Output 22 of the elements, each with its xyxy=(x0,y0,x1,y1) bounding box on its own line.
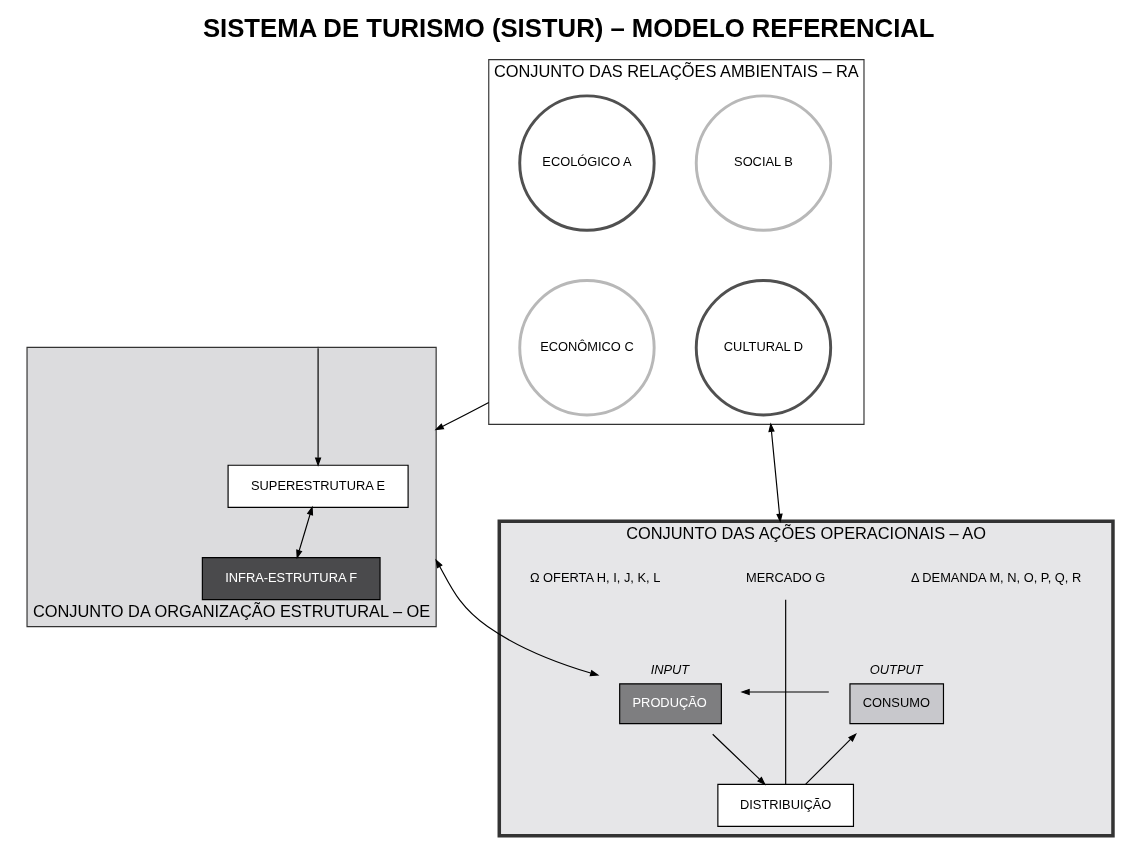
arrow xyxy=(712,733,767,786)
label: Δ DEMANDA M, N, O, P, Q, R xyxy=(910,569,1082,585)
arrow xyxy=(296,505,314,560)
node-box: DISTRIBUIÇÃO xyxy=(717,783,855,828)
arrow xyxy=(805,732,857,785)
node-circle: ECONÔMICO C xyxy=(518,279,656,417)
label: Ω OFERTA H, I, J, K, L xyxy=(529,569,661,585)
node-label: INPUT xyxy=(650,662,690,678)
arrow xyxy=(314,348,322,467)
arrow xyxy=(740,688,830,696)
node-circle: CULTURAL D xyxy=(694,279,833,417)
node-circle: SOCIAL B xyxy=(694,94,833,232)
arrow xyxy=(435,558,600,677)
arrow xyxy=(434,401,490,431)
node-text: MERCADO G xyxy=(746,569,826,585)
node-circle: ECOLÓGICO A xyxy=(518,94,656,232)
diagram-title: SISTEMA DE TURISMO (SISTUR) – MODELO REFERENCIAL xyxy=(202,13,935,42)
node-label: OUTPUT xyxy=(869,662,923,678)
node-box: INFRA-ESTRUTURA F xyxy=(201,557,381,601)
arrow xyxy=(768,422,783,524)
connector xyxy=(785,599,787,785)
node-box: SUPERESTRUTURA E xyxy=(227,464,409,508)
